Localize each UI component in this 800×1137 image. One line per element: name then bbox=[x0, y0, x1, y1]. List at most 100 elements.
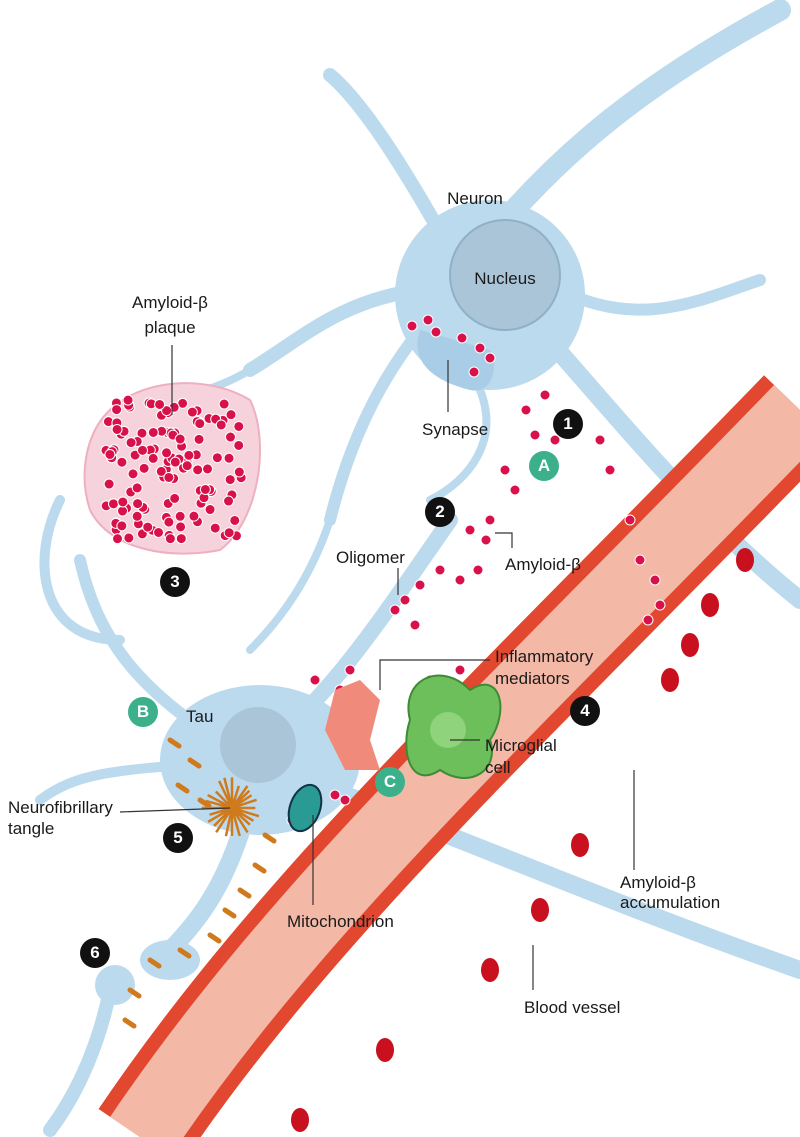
plaque-particle bbox=[223, 495, 235, 507]
plaque-particle bbox=[223, 452, 235, 464]
label-nucleus: Nucleus bbox=[474, 269, 536, 288]
tau-fragment bbox=[127, 987, 142, 999]
plaque-particle bbox=[224, 474, 236, 486]
plaque-particle bbox=[202, 463, 214, 475]
label-plaque-line1: Amyloid-β bbox=[132, 293, 208, 312]
amyloid-particle bbox=[389, 604, 401, 616]
red-blood-cell bbox=[661, 668, 679, 692]
amyloid-particle bbox=[414, 579, 426, 591]
marker-3: 3 bbox=[160, 567, 190, 597]
plaque-particle bbox=[229, 514, 241, 526]
damaged-membrane bbox=[325, 680, 380, 770]
plaque-particle bbox=[223, 527, 235, 539]
microglial-cell bbox=[405, 674, 502, 780]
plaque-particle bbox=[131, 510, 143, 522]
blood-vessel bbox=[98, 375, 800, 1137]
tangle-fiber bbox=[207, 793, 233, 810]
label-microglial-line1: Microglial bbox=[485, 736, 557, 755]
amyloid-particle bbox=[539, 389, 551, 401]
plaque-particle bbox=[161, 447, 173, 459]
plaque-particle bbox=[132, 498, 144, 510]
label-blood-vessel: Blood vessel bbox=[524, 998, 621, 1017]
plaque-particle bbox=[131, 482, 143, 494]
plaque-particle bbox=[169, 456, 181, 468]
label-plaque-line2: plaque bbox=[144, 318, 196, 337]
tangle-fiber bbox=[230, 807, 249, 834]
plaque-particle bbox=[169, 492, 181, 504]
plaque-particle bbox=[186, 406, 198, 418]
plaque-particle bbox=[193, 433, 205, 445]
plaque-particle bbox=[199, 483, 211, 495]
plaque-particle bbox=[127, 468, 139, 480]
marker-6: 6 bbox=[80, 938, 110, 968]
plaque-particle bbox=[142, 521, 154, 533]
amyloid-particle bbox=[624, 514, 636, 526]
marker-4: 4 bbox=[570, 696, 600, 726]
amyloid-particle bbox=[472, 564, 484, 576]
amyloid-particle bbox=[409, 619, 421, 631]
plaque-particle bbox=[188, 510, 200, 522]
plaque-particle bbox=[174, 510, 186, 522]
plaque-particle bbox=[215, 419, 227, 431]
tau-fragment bbox=[222, 907, 237, 919]
amyloid-particle bbox=[529, 429, 541, 441]
plaque-particle bbox=[153, 526, 165, 538]
plaque-particle bbox=[225, 409, 237, 421]
label-tangle-line2: tangle bbox=[8, 819, 55, 838]
red-blood-cell bbox=[481, 958, 499, 982]
label-amyloid-beta: Amyloid-β bbox=[505, 555, 581, 574]
amyloid-particle bbox=[484, 352, 496, 364]
amyloid-particle bbox=[654, 599, 666, 611]
marker-2: 2 bbox=[425, 497, 455, 527]
plaque-particle bbox=[122, 394, 134, 406]
amyloid-particle bbox=[649, 574, 661, 586]
plaque-particle bbox=[137, 444, 149, 456]
nucleus bbox=[449, 219, 561, 331]
plaque-particle bbox=[116, 456, 128, 468]
plaque-particle bbox=[192, 464, 204, 476]
amyloid-particle bbox=[309, 674, 321, 686]
tau-fragment bbox=[187, 757, 202, 769]
marker-5: 5 bbox=[163, 823, 193, 853]
amyloid-particle bbox=[456, 332, 468, 344]
amyloid-particle bbox=[594, 434, 606, 446]
tangle-fiber bbox=[230, 807, 241, 837]
plaque-particle bbox=[103, 478, 115, 490]
amyloid-particle bbox=[549, 434, 561, 446]
marker-b: B bbox=[128, 697, 158, 727]
plaque-particle bbox=[136, 427, 148, 439]
plaque-particle bbox=[218, 398, 230, 410]
amyloid-particle bbox=[468, 366, 480, 378]
leader-lines bbox=[119, 345, 635, 990]
amyloid-particle bbox=[509, 484, 521, 496]
plaque-particle bbox=[163, 471, 175, 483]
plaque-particle bbox=[211, 452, 223, 464]
plaque-particle bbox=[209, 522, 221, 534]
amyloid-beta-particles bbox=[286, 314, 666, 826]
label-oligomer: Oligomer bbox=[336, 548, 405, 567]
tau-fragment bbox=[237, 887, 252, 899]
amyloid-particle bbox=[480, 534, 492, 546]
plaque-particle bbox=[147, 452, 159, 464]
plaque-particle bbox=[154, 398, 166, 410]
plaque-particle bbox=[224, 431, 236, 443]
tau-fragment bbox=[262, 832, 277, 844]
plaque-particle bbox=[116, 520, 128, 532]
plaque-particle bbox=[174, 433, 186, 445]
amyloid-particle bbox=[434, 564, 446, 576]
plaque-particle bbox=[111, 423, 123, 435]
tau-fragment bbox=[177, 947, 192, 959]
label-synapse: Synapse bbox=[422, 420, 489, 439]
amyloid-particle bbox=[454, 664, 466, 676]
amyloid-particle bbox=[454, 574, 466, 586]
plaque-particle bbox=[138, 462, 150, 474]
amyloid-particle bbox=[422, 314, 434, 326]
plaque-particle bbox=[107, 498, 119, 510]
lower-nucleus bbox=[220, 707, 296, 783]
plaque-particle bbox=[111, 404, 123, 416]
plaque-particle bbox=[233, 466, 245, 478]
plaque-particle bbox=[117, 496, 129, 508]
red-blood-cell bbox=[571, 833, 589, 857]
red-blood-cell bbox=[701, 593, 719, 617]
